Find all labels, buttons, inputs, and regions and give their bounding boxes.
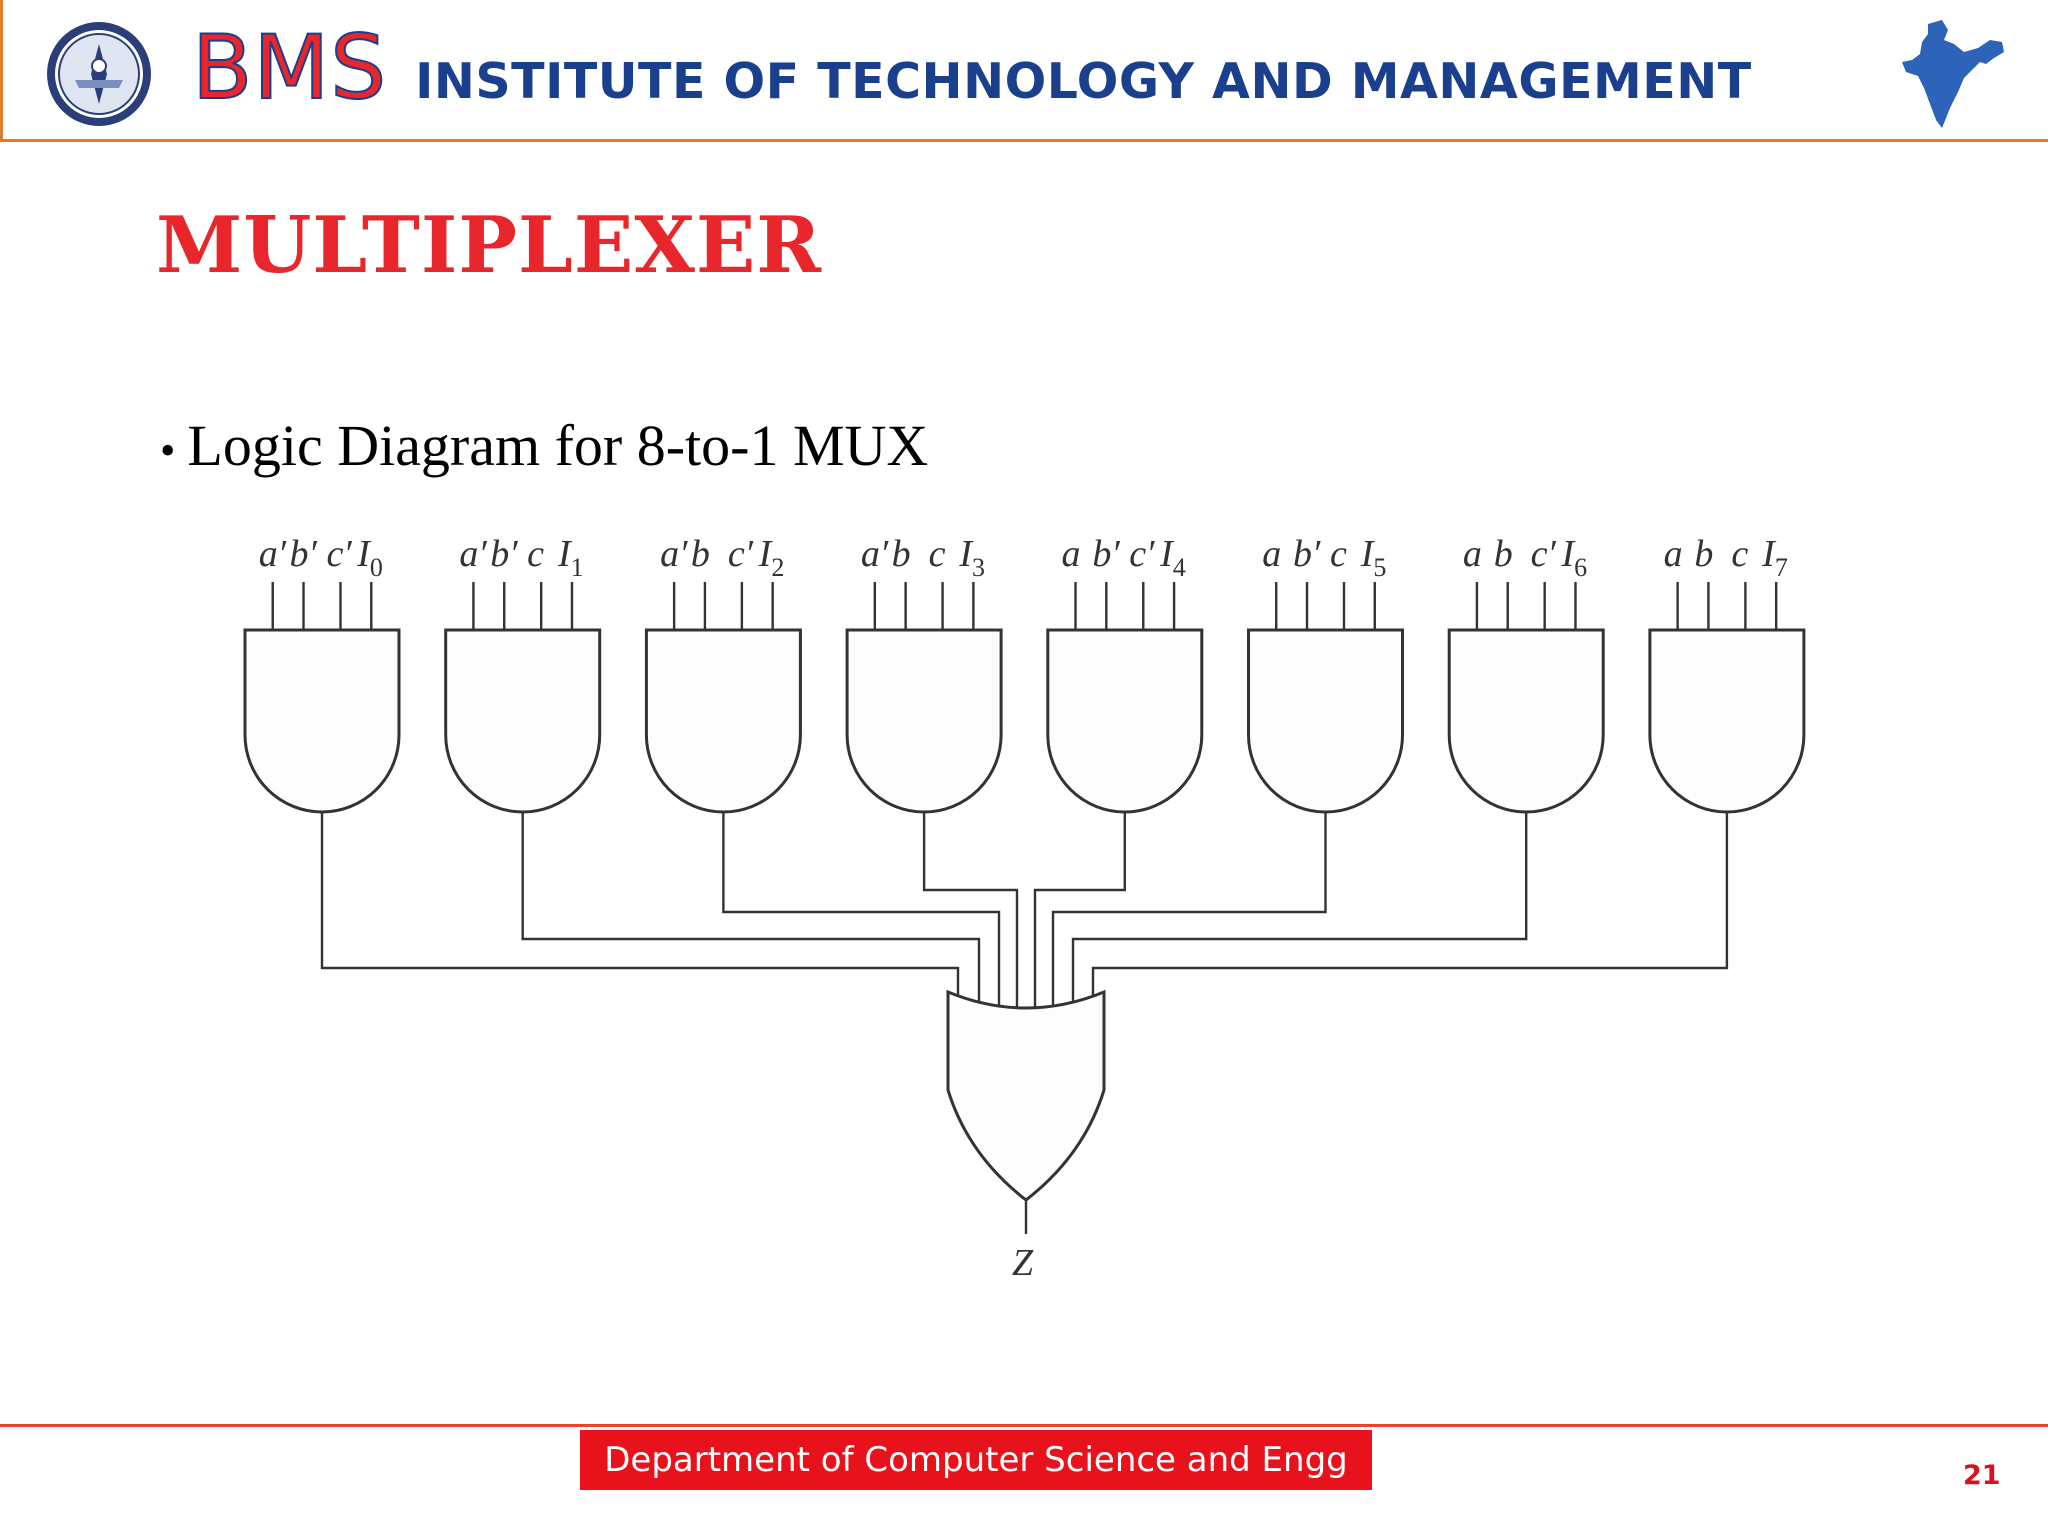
data-input-label: I6 — [1560, 533, 1587, 582]
and-gate — [243, 628, 401, 814]
and-gate — [845, 628, 1003, 814]
institute-name: BMS INSTITUTE OF TECHNOLOGY AND MANAGEME… — [191, 8, 1752, 128]
select-input-label: c′ — [326, 533, 352, 575]
and-gate — [1247, 628, 1404, 814]
data-input-label: I4 — [1159, 533, 1186, 582]
select-input-label: c′ — [1129, 533, 1155, 575]
select-input-label: b — [892, 533, 911, 575]
select-input-label: a — [1463, 533, 1482, 575]
and-gate — [1648, 628, 1806, 814]
or-gate: Z — [946, 989, 1106, 1284]
gate-output-wire — [1033, 812, 1127, 1012]
data-input-label: I5 — [1360, 533, 1387, 582]
select-input-label: c — [1731, 533, 1748, 575]
select-input-label: b — [1494, 533, 1513, 575]
data-input-label: I7 — [1761, 533, 1788, 582]
footer-banner: Department of Computer Science and Engg — [580, 1430, 1372, 1490]
data-input-label: I1 — [557, 533, 584, 582]
select-input-label: a′ — [861, 533, 889, 575]
gate-output-wire — [1071, 812, 1528, 1012]
institute-seal-icon — [47, 22, 151, 126]
data-input-label: I2 — [758, 533, 785, 582]
data-input-label: I0 — [356, 533, 383, 582]
select-input-label: a — [1664, 533, 1683, 575]
select-input-label: a′ — [660, 533, 688, 575]
data-input-label: I3 — [958, 533, 985, 582]
select-input-label: a′ — [459, 533, 487, 575]
data-input-index: 1 — [571, 553, 584, 582]
gate-output-wire — [1051, 812, 1327, 1012]
select-input-label: c — [929, 533, 946, 575]
select-input-label: c′ — [1531, 533, 1557, 575]
gate-output-wire — [722, 812, 1001, 1012]
slide-title: MULTIPLEXER — [156, 200, 823, 291]
bullet-text: Logic Diagram for 8-to-1 MUX — [187, 413, 929, 478]
gate-output-wire — [521, 812, 981, 1012]
data-input-index: 5 — [1373, 553, 1386, 582]
india-map-icon — [1902, 20, 2004, 128]
data-input-index: 3 — [972, 553, 985, 582]
select-input-label: a′ — [259, 533, 287, 575]
select-input-label: b — [691, 533, 710, 575]
select-input-label: b′ — [1293, 533, 1321, 575]
data-input-index: 6 — [1574, 553, 1587, 582]
footer-divider — [0, 1424, 2048, 1427]
select-input-label: b′ — [290, 533, 318, 575]
select-input-label: a — [1262, 533, 1281, 575]
data-input-index: 4 — [1173, 553, 1186, 582]
bullet-dot-icon: • — [160, 426, 176, 475]
data-input-index: 0 — [370, 553, 383, 582]
select-input-label: c′ — [728, 533, 754, 575]
and-gates — [243, 582, 1806, 814]
select-input-label: b′ — [1092, 533, 1120, 575]
and-gate — [1447, 628, 1605, 814]
select-input-label: b′ — [490, 533, 518, 575]
data-input-index: 7 — [1775, 553, 1788, 582]
data-input-index: 2 — [771, 553, 784, 582]
select-input-label: c — [527, 533, 544, 575]
and-gate — [1046, 628, 1204, 814]
and-gate — [644, 628, 802, 814]
select-input-label: b — [1694, 533, 1713, 575]
department-name: Department of Computer Science and Engg — [604, 1440, 1348, 1480]
bullet-point: • Logic Diagram for 8-to-1 MUX — [160, 412, 928, 479]
slide-header: BMS INSTITUTE OF TECHNOLOGY AND MANAGEME… — [0, 0, 2048, 142]
and-gate — [444, 628, 602, 814]
output-label: Z — [1012, 1242, 1034, 1284]
header-divider — [0, 139, 2048, 142]
select-input-label: a — [1062, 533, 1081, 575]
gate-output-wire — [1091, 812, 1729, 1012]
brand-long-name: INSTITUTE OF TECHNOLOGY AND MANAGEMENT — [415, 53, 1752, 110]
output-wires — [320, 812, 1729, 1012]
brand-short-name: BMS — [191, 15, 388, 120]
page-number: 21 — [1963, 1460, 2001, 1491]
gate-output-wire — [320, 812, 960, 1012]
gate-output-wire — [922, 812, 1019, 1012]
or-gate-body — [946, 989, 1106, 1202]
header-left-rule — [0, 0, 3, 141]
select-input-label: c — [1330, 533, 1347, 575]
